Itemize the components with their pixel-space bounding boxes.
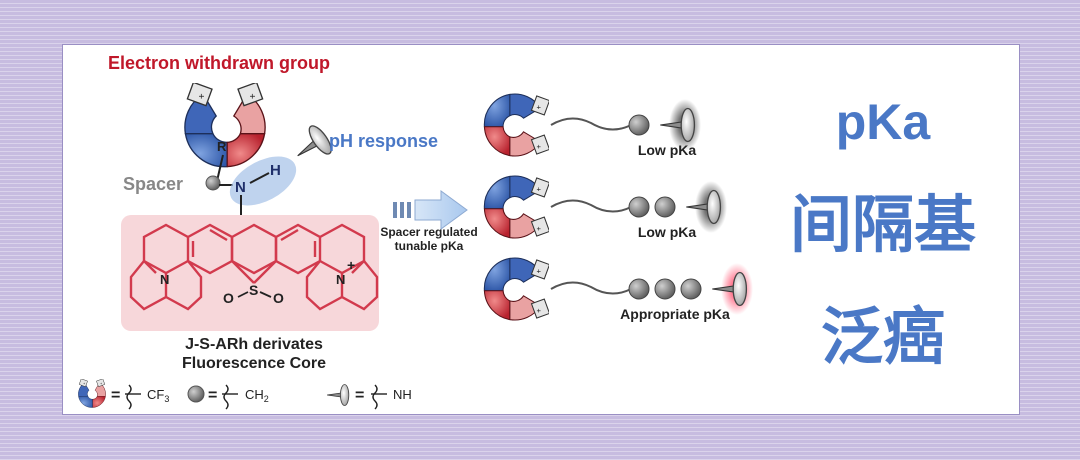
spacer-label: Spacer <box>123 174 183 194</box>
legend-pin-icon <box>326 384 350 406</box>
legend-cf3: CF3 <box>147 387 169 404</box>
atom-n-left: N <box>160 272 169 287</box>
legend-ch2: CH2 <box>245 387 269 404</box>
arrow-label-line2: tunable pKa <box>395 239 464 253</box>
spacer-bead-icon <box>628 278 650 300</box>
bond-s-o-left <box>237 291 249 298</box>
side-title-spacer: 间隔基 <box>789 191 976 260</box>
bond-r-spacer <box>216 154 224 182</box>
wavy-bond-icon <box>223 384 229 410</box>
figure-card: + + Electron withdrawn group R Spacer N … <box>62 44 1020 415</box>
legend-eq-3: = <box>355 387 364 404</box>
linker-chain <box>550 281 632 295</box>
spacer-bead <box>205 175 221 191</box>
probe-magnet-icon <box>483 257 549 321</box>
legend-nh: NH <box>393 387 412 402</box>
spacer-bead-icon <box>628 114 650 136</box>
mechanism-diagram: + + Electron withdrawn group R Spacer N … <box>78 53 753 410</box>
spacer-bead-icon <box>654 196 676 218</box>
charge-plus: + <box>347 257 355 273</box>
process-arrow <box>393 190 468 230</box>
legend-bead-icon <box>187 385 205 403</box>
core-label-line2: Fluorescence Core <box>182 355 326 372</box>
amine-highlight <box>229 156 297 206</box>
linker-chain <box>550 199 632 213</box>
atom-n: N <box>235 179 246 196</box>
legend-eq-1: = <box>111 387 120 404</box>
arrow-label-line1: Spacer regulated <box>380 225 477 239</box>
atom-r: R <box>217 139 227 154</box>
probe-row: Appropriate pKa <box>483 257 753 322</box>
core-label-line1: J-S-ARh derivates <box>185 336 323 353</box>
atom-h: H <box>270 162 281 179</box>
ph-response-label: pH response <box>329 131 438 151</box>
pka-label: Low pKa <box>638 224 697 240</box>
legend: = CF3 = CH2 = NH <box>78 379 412 410</box>
bond-s-o-right <box>259 291 272 298</box>
spacer-bead-icon <box>628 196 650 218</box>
wavy-bond-icon <box>372 384 378 410</box>
pka-label: Low pKa <box>638 142 697 158</box>
side-title-pancancer: 泛癌 <box>820 303 945 372</box>
linker-chain <box>550 117 632 131</box>
bond-n-h <box>249 172 270 184</box>
wavy-bond-icon <box>126 384 132 410</box>
atom-o-left: O <box>223 290 234 306</box>
spacer-bead-icon <box>680 278 702 300</box>
probe-magnet-icon <box>483 93 549 157</box>
legend-magnet-icon <box>78 379 106 408</box>
spacer-bead-icon <box>654 278 676 300</box>
atom-o-right: O <box>273 290 284 306</box>
pka-label: Appropriate pKa <box>620 306 730 322</box>
fluorescence-core-structure <box>129 223 379 311</box>
atom-s: S <box>249 282 258 298</box>
probe-row: Low pKa <box>483 93 701 158</box>
probe-row: Low pKa <box>483 175 727 240</box>
probe-magnet-icon <box>483 175 549 239</box>
legend-eq-2: = <box>208 387 217 404</box>
ewg-label: Electron withdrawn group <box>108 53 330 73</box>
atom-n-right: N <box>336 272 345 287</box>
ewg-magnet-icon <box>184 83 266 168</box>
side-title-pka: pKa <box>835 94 931 150</box>
